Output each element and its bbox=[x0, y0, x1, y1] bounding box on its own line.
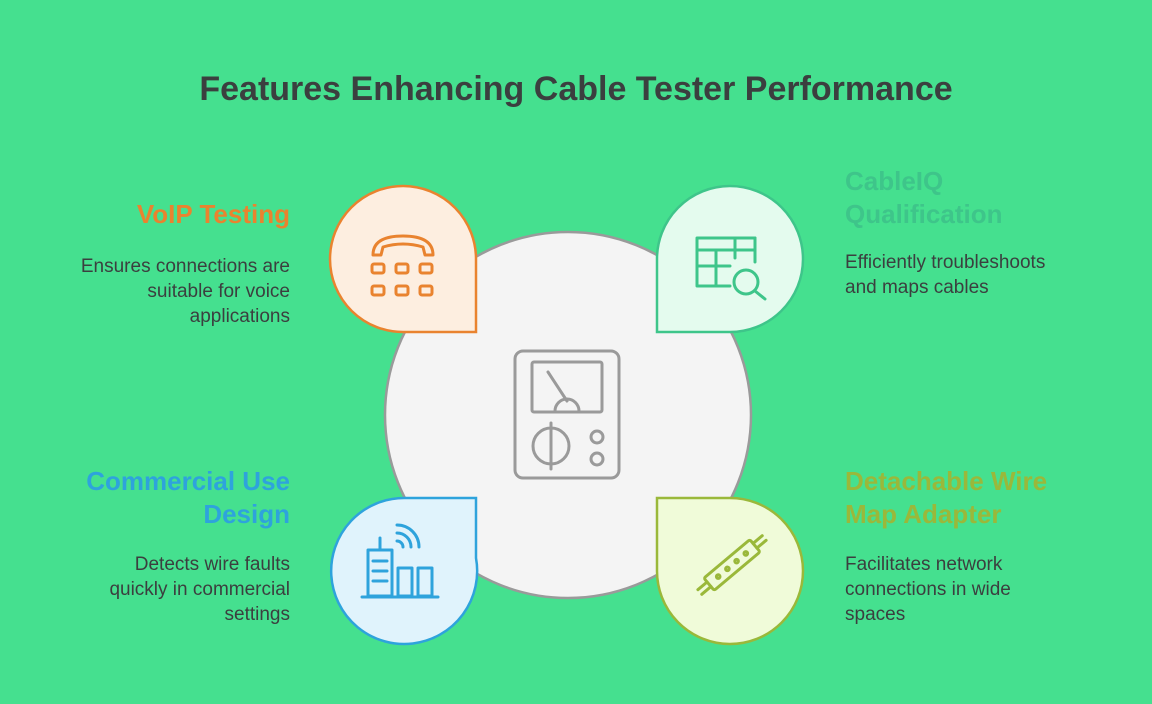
cableiq-bubble bbox=[655, 184, 805, 334]
adapter-description: Facilitates network connections in wide … bbox=[845, 554, 1011, 625]
voip-bubble bbox=[328, 184, 478, 334]
adapter-title: Detachable Wire Map Adapter bbox=[845, 466, 1048, 529]
table-search-icon bbox=[695, 236, 767, 301]
cable-adapter-icon bbox=[696, 534, 768, 596]
adapter-bubble bbox=[655, 496, 805, 646]
page-title: Features Enhancing Cable Tester Performa… bbox=[199, 70, 953, 108]
voip-description: Ensures connections are suitable for voi… bbox=[80, 256, 290, 327]
cableiq-description: Efficiently troubleshoots and maps cable… bbox=[845, 252, 1046, 298]
commercial-title: Commercial Use Design bbox=[86, 466, 290, 529]
cableiq-title: CableIQ Qualification bbox=[845, 166, 1003, 229]
buildings-signal-icon bbox=[360, 523, 440, 599]
commercial-description: Detects wire faults quickly in commercia… bbox=[109, 554, 290, 625]
commercial-bubble bbox=[329, 496, 479, 646]
voip-title: VoIP Testing bbox=[136, 199, 290, 229]
cable-tester-meter-icon bbox=[513, 349, 621, 480]
telephone-keypad-icon bbox=[370, 234, 435, 297]
